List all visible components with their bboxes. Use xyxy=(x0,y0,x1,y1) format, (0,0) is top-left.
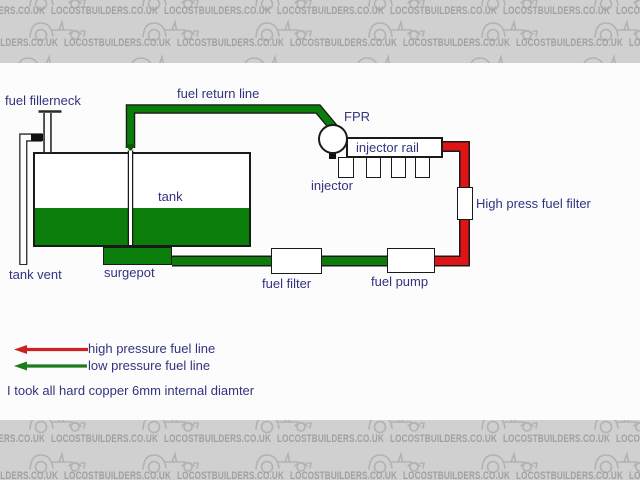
locost-car-logo-icon xyxy=(594,0,640,11)
watermark-text: LOCOSTBUILDERS.CO.UK xyxy=(177,37,284,49)
locost-car-logo-icon xyxy=(142,0,199,11)
tank-label: tank xyxy=(158,189,183,204)
watermark-text: LOCOSTBUILDERS.CO.UK xyxy=(390,5,497,17)
injector xyxy=(366,157,381,178)
surgepot-label: surgepot xyxy=(104,265,155,280)
watermark-text: LOCOSTBUILDERS.CO.UK xyxy=(277,433,384,445)
watermark-text: LOCOSTBUILDERS.CO.UK xyxy=(64,470,171,480)
locost-car-logo-icon xyxy=(18,54,51,63)
locost-car-logo-icon xyxy=(29,420,86,434)
high-press-fuel-filter-label: High press fuel filter xyxy=(476,196,591,211)
locost-car-logo-icon xyxy=(481,19,538,42)
locost-car-logo-icon xyxy=(594,420,640,434)
locost-car-logo-icon xyxy=(255,420,312,434)
watermark-text: LOCOSTBUILDERS.CO.UK xyxy=(629,37,640,49)
locost-car-logo-icon xyxy=(368,451,425,474)
locost-car-logo-icon xyxy=(357,54,390,63)
locost-car-logo-icon xyxy=(29,0,86,11)
injector-label: injector xyxy=(311,178,353,193)
fuel-tank-fill xyxy=(35,208,249,245)
locost-car-logo-icon xyxy=(481,0,538,11)
injector xyxy=(415,157,430,178)
watermark-text: LOCOSTBUILDERS.CO.UK xyxy=(503,5,610,17)
fuel-fillerneck-label: fuel fillerneck xyxy=(5,93,81,108)
watermark-text: LOCOSTBUILDERS.CO.UK xyxy=(277,5,384,17)
fuel-pump-label: fuel pump xyxy=(371,274,429,289)
locost-car-logo-icon xyxy=(594,19,640,42)
watermark-text: LOCOSTBUILDERS.CO.UK xyxy=(290,37,397,49)
locost-car-logo-icon xyxy=(29,451,86,474)
locost-car-logo-icon xyxy=(255,19,312,42)
diagram-note: I took all hard copper 6mm internal diam… xyxy=(7,383,255,398)
locost-car-logo-icon xyxy=(583,54,616,63)
locost-car-logo-icon xyxy=(481,451,538,474)
fpr-label: FPR xyxy=(344,109,370,124)
watermark-text: LOCOSTBUILDERS.CO.UK xyxy=(164,5,271,17)
locost-car-logo-icon xyxy=(142,19,199,42)
injector-rail-label: injector rail xyxy=(356,140,419,155)
fuel-tank xyxy=(33,152,251,247)
legend-high-pressure-label: high pressure fuel line xyxy=(88,341,216,356)
locost-car-logo-icon xyxy=(255,451,312,474)
watermark-text: LOCOSTBUILDERS.CO.UK xyxy=(0,433,45,445)
tank-vent-label: tank vent xyxy=(9,267,62,282)
watermark-text: LOCOSTBUILDERS.CO.UK xyxy=(290,470,397,480)
watermark-text: LOCOSTBUILDERS.CO.UK xyxy=(403,470,510,480)
fuel-filter xyxy=(271,248,322,274)
fpr-regulator xyxy=(318,124,348,154)
locost-car-logo-icon xyxy=(470,54,503,63)
watermark-text: LOCOSTBUILDERS.CO.UK xyxy=(51,5,158,17)
watermark-banner-bottom: LOCOSTBUILDERS.CO.UK LOCOSTBUILDERS.CO.UK… xyxy=(0,420,640,480)
watermark-banner-top: LOCOSTBUILDERS.CO.UK LOCOSTBUILDERS.CO.UK… xyxy=(0,0,640,63)
injector xyxy=(338,157,354,178)
fuel-return-line-label: fuel return line xyxy=(177,86,260,101)
watermark-text: LOCOSTBUILDERS.CO.UK xyxy=(629,470,640,480)
watermark-text: LOCOSTBUILDERS.CO.UK xyxy=(0,470,58,480)
fuel-pump xyxy=(387,248,435,273)
locost-car-logo-icon xyxy=(255,0,312,11)
fuel-filter-label: fuel filter xyxy=(262,276,312,291)
surgepot xyxy=(103,247,172,265)
locost-car-logo-icon xyxy=(594,451,640,474)
locost-car-logo-icon xyxy=(368,420,425,434)
high-press-fuel-filter xyxy=(457,187,473,220)
watermark-text: LOCOSTBUILDERS.CO.UK xyxy=(616,5,640,17)
watermark-text: LOCOSTBUILDERS.CO.UK xyxy=(390,433,497,445)
watermark-text: LOCOSTBUILDERS.CO.UK xyxy=(164,433,271,445)
locost-car-logo-icon xyxy=(142,420,199,434)
watermark-text: LOCOSTBUILDERS.CO.UK xyxy=(0,5,45,17)
watermark-text: LOCOSTBUILDERS.CO.UK xyxy=(616,433,640,445)
injector-rail: injector rail xyxy=(346,137,443,158)
watermark-text: LOCOSTBUILDERS.CO.UK xyxy=(64,37,171,49)
locost-car-logo-icon xyxy=(29,19,86,42)
locost-car-logo-icon xyxy=(142,451,199,474)
watermark-text: LOCOSTBUILDERS.CO.UK xyxy=(51,433,158,445)
fpr-outlet-connector xyxy=(329,153,336,159)
watermark-text: LOCOSTBUILDERS.CO.UK xyxy=(403,37,510,49)
locost-car-logo-icon xyxy=(131,54,164,63)
locost-car-logo-icon xyxy=(368,19,425,42)
locost-car-logo-icon xyxy=(481,420,538,434)
watermark-text: LOCOSTBUILDERS.CO.UK xyxy=(516,470,623,480)
locost-car-logo-icon xyxy=(368,0,425,11)
watermark-text: LOCOSTBUILDERS.CO.UK xyxy=(516,37,623,49)
watermark-text: LOCOSTBUILDERS.CO.UK xyxy=(503,433,610,445)
locost-car-logo-icon xyxy=(244,54,277,63)
legend-low-pressure-label: low pressure fuel line xyxy=(88,358,211,373)
watermark-text: LOCOSTBUILDERS.CO.UK xyxy=(0,37,58,49)
watermark-text: LOCOSTBUILDERS.CO.UK xyxy=(177,470,284,480)
injector xyxy=(391,157,406,178)
